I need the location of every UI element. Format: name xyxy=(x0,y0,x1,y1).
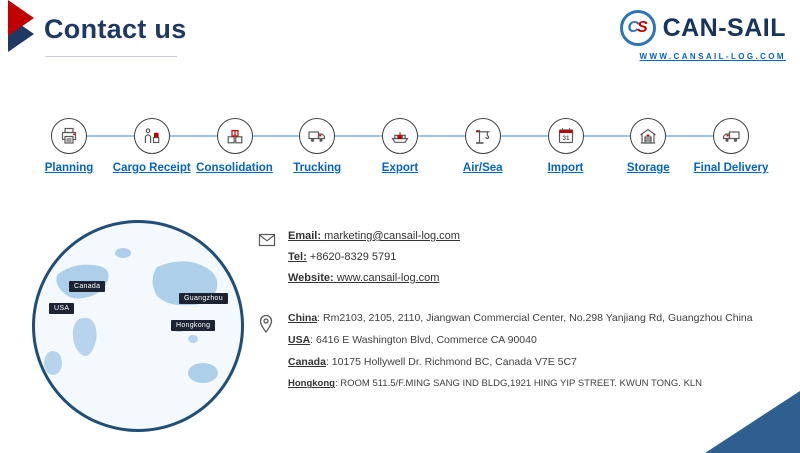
logo-letter-s: S xyxy=(637,19,648,36)
export-ship-icon xyxy=(382,118,418,154)
address-canada-value: : 10175 Hollywell Dr. Richmond BC, Canad… xyxy=(325,356,577,369)
tel-label: Tel: xyxy=(288,251,307,263)
timeline-step-planning: Planning xyxy=(28,118,110,175)
process-timeline: Planning Cargo Receipt xyxy=(28,118,772,175)
website-link[interactable]: www.cansail-log.com xyxy=(336,272,440,284)
location-pin-icon xyxy=(258,314,274,339)
website-label: Website: xyxy=(288,272,334,284)
timeline-label-storage[interactable]: Storage xyxy=(626,162,670,174)
cargo-receipt-icon xyxy=(133,118,170,154)
address-usa: USA: 6416 E Washington Blvd, Commerce CA… xyxy=(288,334,793,347)
address-canada-label: Canada xyxy=(288,356,326,369)
address-china-value: : Rm2103, 2105, 2110, Jiangwan Commercia… xyxy=(317,312,753,324)
map-label-hongkong: Hongkong xyxy=(171,320,216,331)
airsea-crane-icon xyxy=(464,118,501,154)
map-label-usa: USA xyxy=(49,303,75,314)
timeline-label-export[interactable]: Export xyxy=(381,162,419,174)
planning-printer-icon xyxy=(51,118,87,154)
timeline-step-airsea: Air/Sea xyxy=(442,118,524,175)
company-name: CAN-SAIL xyxy=(662,13,786,42)
timeline-label-planning[interactable]: Planning xyxy=(44,162,94,174)
timeline-label-trucking[interactable]: Trucking xyxy=(293,162,342,174)
tel-link[interactable]: +8620-8329 5791 xyxy=(309,251,397,263)
consolidation-boxes-icon xyxy=(216,118,253,154)
title-underline xyxy=(45,56,177,57)
timeline-label-cargo-receipt[interactable]: Cargo Receipt xyxy=(112,162,191,174)
timeline-label-import[interactable]: Import xyxy=(547,162,584,174)
chevron-ribbon-decoration xyxy=(8,0,42,69)
timeline-step-consolidation: Consolidation xyxy=(194,118,276,175)
timeline-step-trucking: Trucking xyxy=(276,118,358,175)
address-canada: Canada: 10175 Hollywell Dr. Richmond BC,… xyxy=(288,356,793,369)
address-section: China: Rm2103, 2105, 2110, Jiangwan Comm… xyxy=(258,312,793,399)
address-hongkong-label: Hongkong xyxy=(288,378,335,390)
import-calendar-icon: 31 xyxy=(547,118,584,154)
timeline-label-consolidation[interactable]: Consolidation xyxy=(196,162,273,174)
trucking-truck-icon xyxy=(299,118,336,154)
address-hongkong-value: : ROOM 511.5/F.MING SANG IND BLDG,1921 H… xyxy=(334,378,703,390)
final-delivery-truck-icon xyxy=(713,118,749,154)
timeline-label-airsea[interactable]: Air/Sea xyxy=(462,162,503,174)
website-line: Website: www.cansail-log.com xyxy=(288,272,788,284)
storage-warehouse-icon xyxy=(630,118,667,154)
map-label-canada: Canada xyxy=(69,281,106,292)
calendar-day-text: 31 xyxy=(562,135,569,142)
envelope-icon xyxy=(258,232,276,253)
address-china: China: Rm2103, 2105, 2110, Jiangwan Comm… xyxy=(288,312,793,325)
address-usa-value: : 6416 E Washington Blvd, Commerce CA 90… xyxy=(310,334,537,347)
corner-triangle-decoration xyxy=(705,391,800,453)
page-title: Contact us xyxy=(44,14,187,44)
logo-letter-c: C xyxy=(627,19,639,36)
timeline-step-cargo-receipt: Cargo Receipt xyxy=(111,118,193,175)
timeline-step-final-delivery: Final Delivery xyxy=(690,118,772,175)
contact-info-section: Email: marketing@cansail-log.com Tel: +8… xyxy=(258,230,788,293)
timeline-step-export: Export xyxy=(359,118,441,175)
tel-line: Tel: +8620-8329 5791 xyxy=(288,251,788,263)
email-line: Email: marketing@cansail-log.com xyxy=(288,230,788,242)
map-label-guangzhou: Guangzhou xyxy=(179,293,228,304)
logo-website-link[interactable]: WWW.CANSAIL-LOG.COM xyxy=(639,52,786,61)
red-chevron-shape xyxy=(8,0,34,36)
world-map-circle: Canada USA Guangzhou Hongkong xyxy=(32,220,244,432)
address-china-label: China xyxy=(288,312,318,324)
address-hongkong: Hongkong: ROOM 511.5/F.MING SANG IND BLD… xyxy=(288,378,793,390)
timeline-step-storage: Storage xyxy=(607,118,689,175)
timeline-step-import: 31 Import xyxy=(525,118,607,175)
email-label: Email: xyxy=(288,230,322,242)
timeline-label-final-delivery[interactable]: Final Delivery xyxy=(693,162,769,174)
address-usa-label: USA xyxy=(288,334,311,347)
email-link[interactable]: marketing@cansail-log.com xyxy=(324,230,460,242)
